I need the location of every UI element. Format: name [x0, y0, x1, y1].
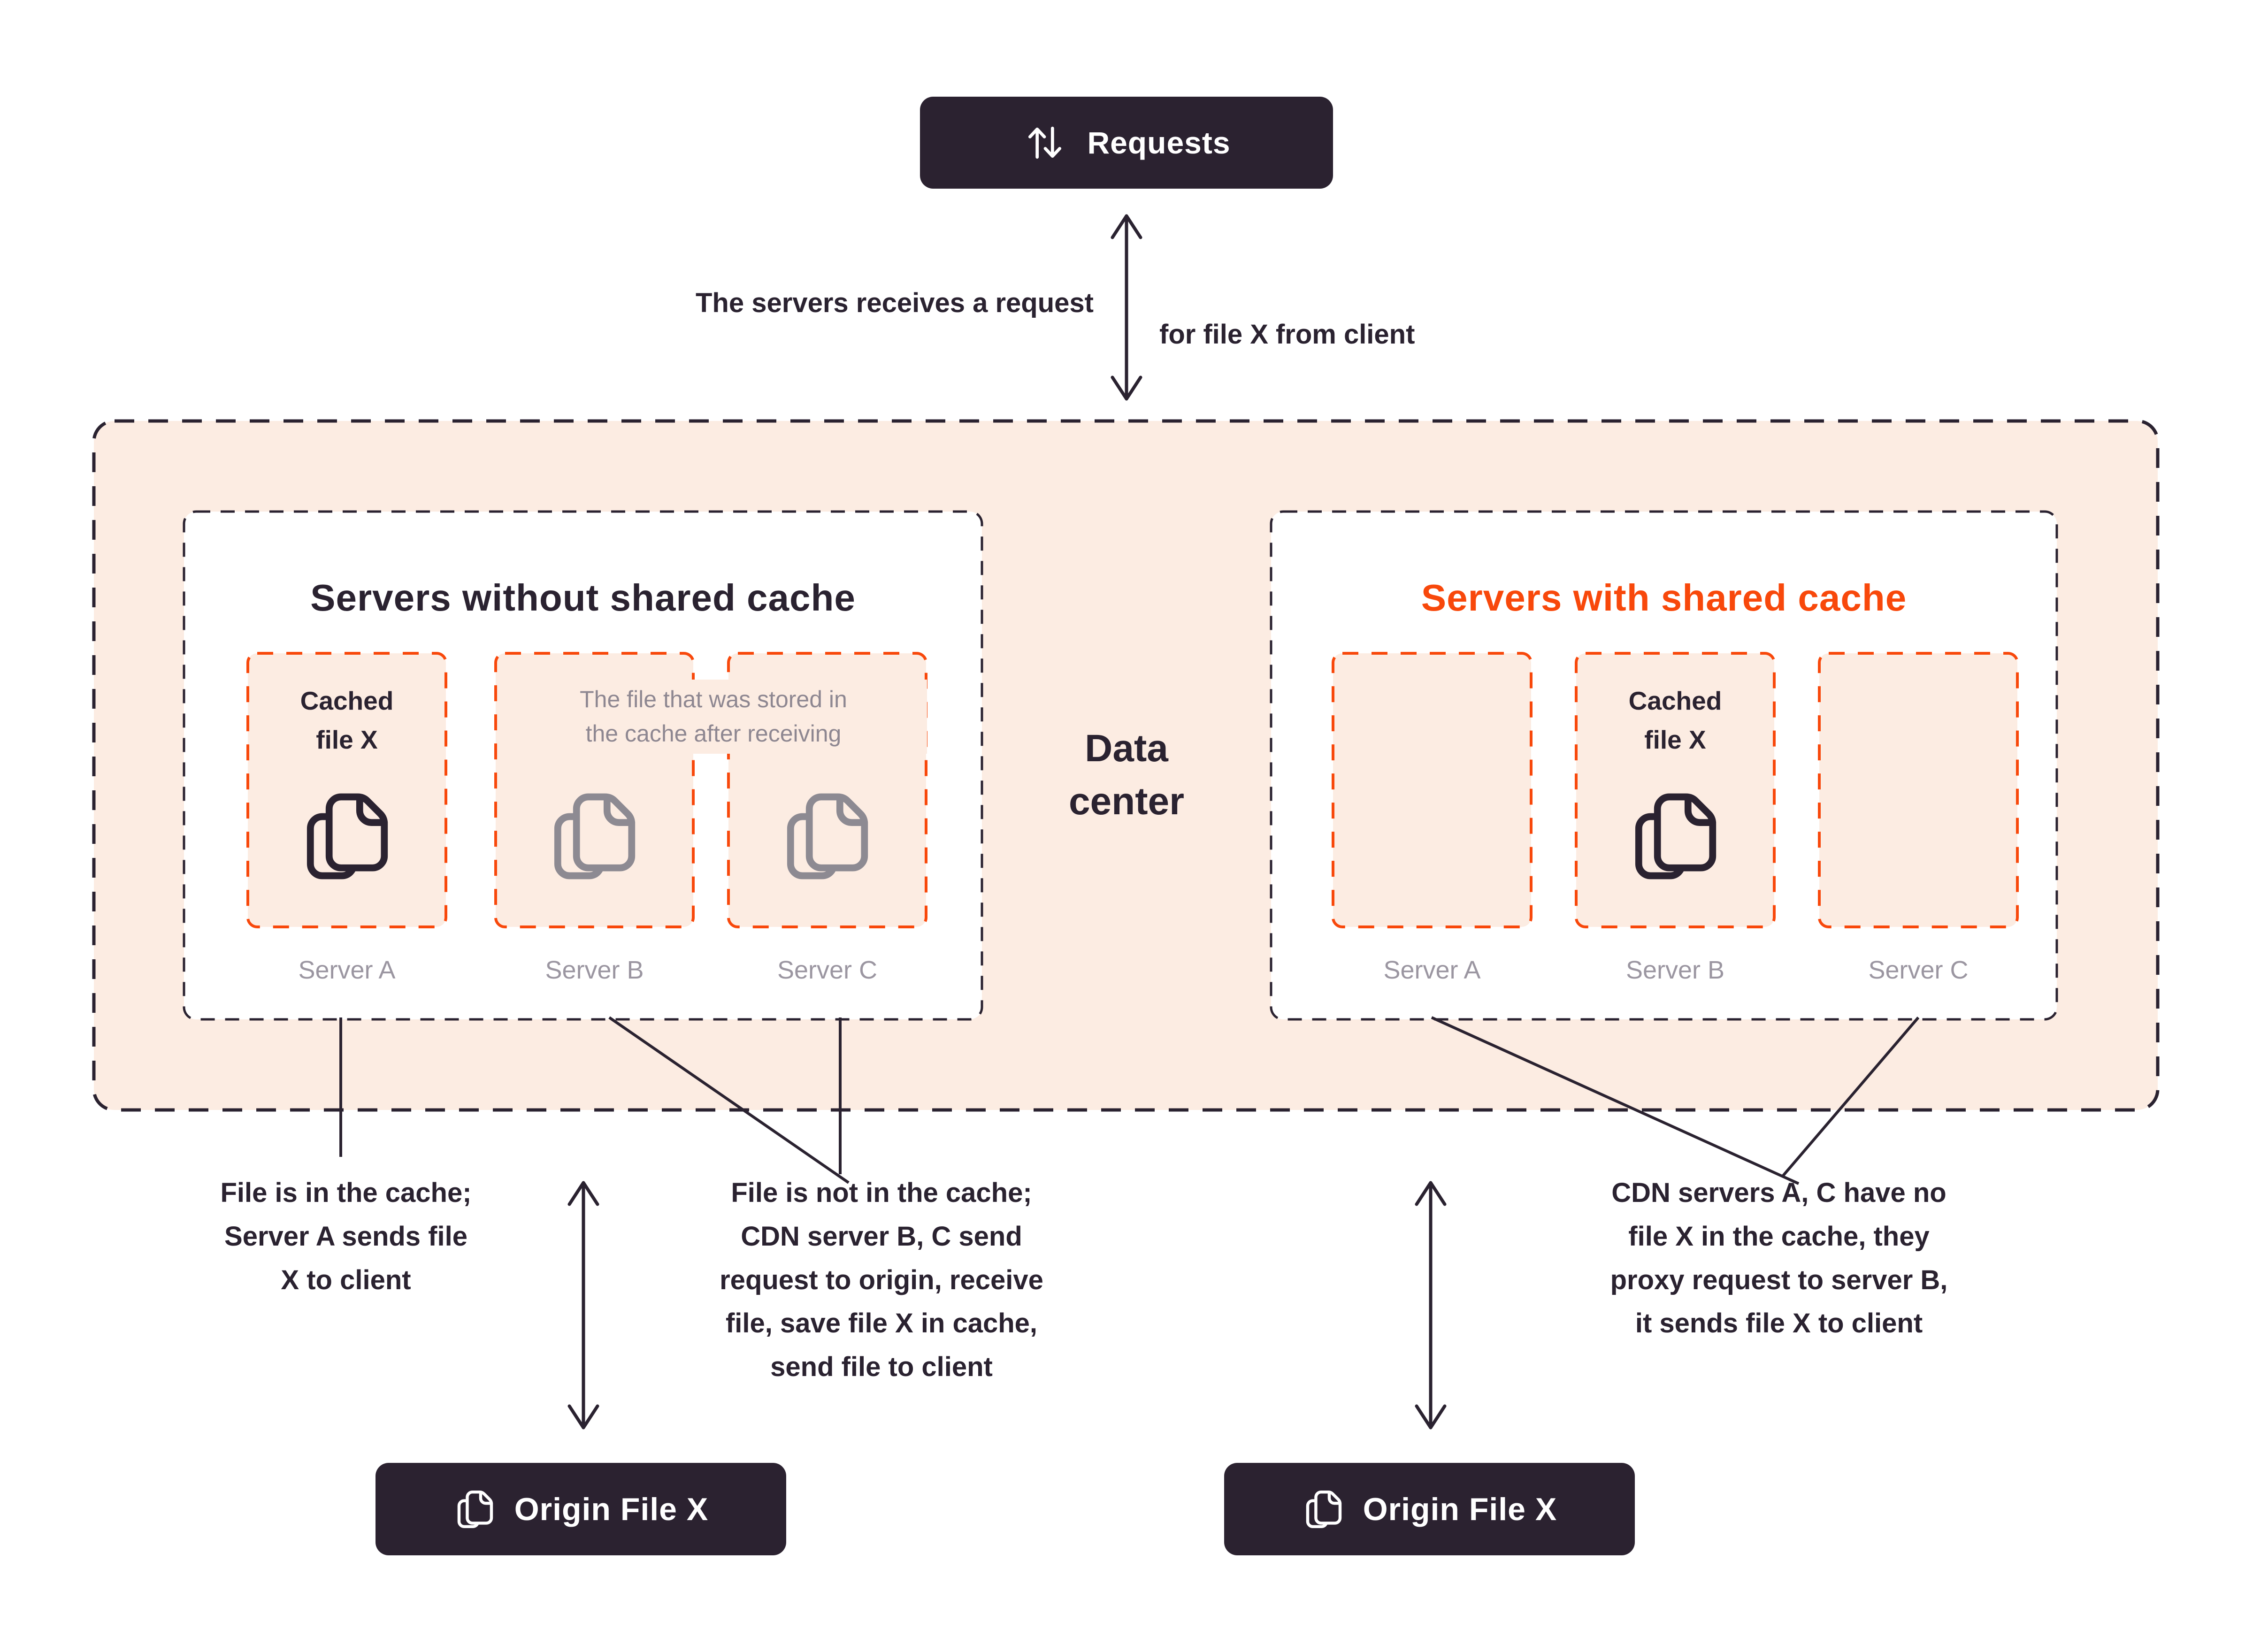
up-down-arrows-icon: [1022, 120, 1067, 165]
server-label-left-c: Server C: [777, 956, 878, 984]
server-label-left-a: Server A: [298, 956, 396, 984]
origin-right-double-arrow: [1415, 1181, 1447, 1430]
note-cache-hit: File is in the cache; Server A sends fil…: [220, 1178, 472, 1295]
cached-file-label-left-a: Cached file X: [300, 686, 394, 754]
requests-double-arrow: [1111, 214, 1142, 401]
server-label-right-c: Server C: [1868, 956, 1969, 984]
file-copy-icon: [453, 1488, 497, 1531]
origin-left-label: Origin File X: [514, 1491, 709, 1527]
file-copy-icon: [298, 785, 396, 888]
data-center-label: Data center: [1068, 727, 1185, 823]
server-box-right-c: [1818, 652, 2019, 928]
caption-right-prefix: for: [1159, 319, 1196, 350]
left-panel-title: Servers without shared cache: [310, 577, 856, 619]
requests-pill: Requests: [920, 97, 1333, 189]
file-copy-icon: [1302, 1488, 1345, 1531]
origin-file-pill-left: Origin File X: [376, 1463, 786, 1555]
right-panel-title: Servers with shared cache: [1421, 577, 1907, 619]
requests-label: Requests: [1087, 125, 1231, 160]
note-shared-cache: CDN servers A, C have no file X in the c…: [1610, 1178, 1948, 1339]
server-box-left-a: [246, 652, 447, 928]
caption-right-suffix: from client: [1275, 319, 1415, 350]
origin-file-pill-right: Origin File X: [1224, 1463, 1635, 1555]
server-label-left-b: Server B: [545, 956, 644, 984]
file-copy-icon: [778, 785, 876, 888]
connector-right-server-c: [1781, 1017, 1920, 1177]
server-label-right-b: Server B: [1625, 956, 1725, 984]
caption-right-bold: file X: [1203, 319, 1268, 350]
server-label-right-a: Server A: [1383, 956, 1481, 984]
connector-right-server-a: [1431, 1016, 1800, 1185]
server-box-right-b: [1575, 652, 1776, 928]
origin-right-label: Origin File X: [1363, 1491, 1557, 1527]
caption-left: The servers receives a request: [696, 288, 1094, 318]
file-copy-icon: [1626, 785, 1724, 888]
file-copy-icon: [545, 785, 644, 888]
server-box-right-a: [1332, 652, 1533, 928]
cache-annotation-label: The file that was stored in the cache af…: [500, 680, 927, 754]
note-cache-miss: File is not in the cache; CDN server B, …: [720, 1178, 1043, 1383]
connector-left-server-b: [608, 1016, 850, 1184]
origin-left-double-arrow: [567, 1181, 599, 1430]
cached-file-label-right-b: Cached file X: [1628, 686, 1722, 754]
